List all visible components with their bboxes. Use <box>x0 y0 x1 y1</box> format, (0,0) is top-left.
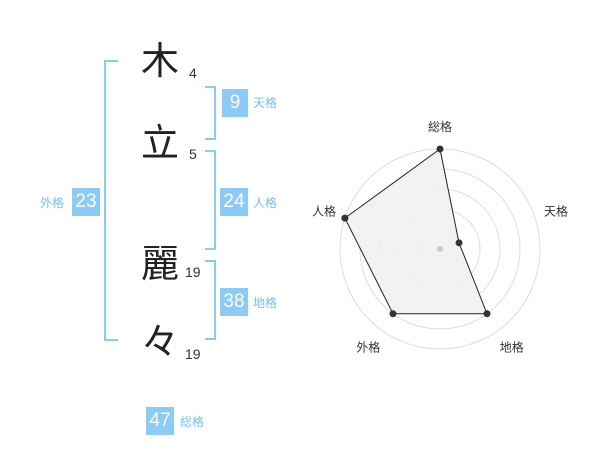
radar-axis-label-4: 外格 <box>356 340 380 355</box>
tenkaku-bracket <box>205 86 216 140</box>
name-char-4: 々 <box>140 320 179 364</box>
radar-point-4 <box>389 310 397 318</box>
gaikaku-label: 外格 <box>40 196 65 210</box>
gaikaku-bracket <box>104 60 118 341</box>
stroke-count-1: 4 <box>189 65 197 81</box>
name-char-1: 木 <box>140 39 179 83</box>
tenkaku-label: 天格 <box>253 96 278 110</box>
radar-axis-label-2: 天格 <box>544 203 568 218</box>
radar-axis-label-3: 地格 <box>500 340 524 355</box>
jinkaku-bracket <box>205 150 216 250</box>
radar-point-5 <box>341 214 349 222</box>
jinkaku-value: 24 <box>220 188 248 216</box>
gaikaku-value: 23 <box>72 188 100 216</box>
radar-point-1 <box>436 145 444 153</box>
chikaku-label: 地格 <box>253 296 278 310</box>
radar-axis-label-1: 総格 <box>428 119 452 134</box>
radar-area <box>344 148 488 315</box>
chikaku-value: 38 <box>220 288 248 316</box>
radar-point-2 <box>455 239 463 247</box>
radar-axis-label-5: 人格 <box>312 203 336 218</box>
name-char-2: 立 <box>140 121 179 165</box>
stroke-count-2: 5 <box>189 146 197 162</box>
chikaku-bracket <box>205 260 216 340</box>
soukaku-value: 47 <box>146 407 174 435</box>
tenkaku-value: 9 <box>222 89 248 117</box>
radar-center-dot <box>437 246 443 252</box>
stroke-count-4: 19 <box>185 346 201 362</box>
name-char-3: 麗 <box>140 242 179 286</box>
jinkaku-label: 人格 <box>253 196 278 210</box>
stroke-count-3: 19 <box>185 264 201 280</box>
radar-point-3 <box>483 310 491 318</box>
soukaku-label: 総格 <box>180 415 205 429</box>
